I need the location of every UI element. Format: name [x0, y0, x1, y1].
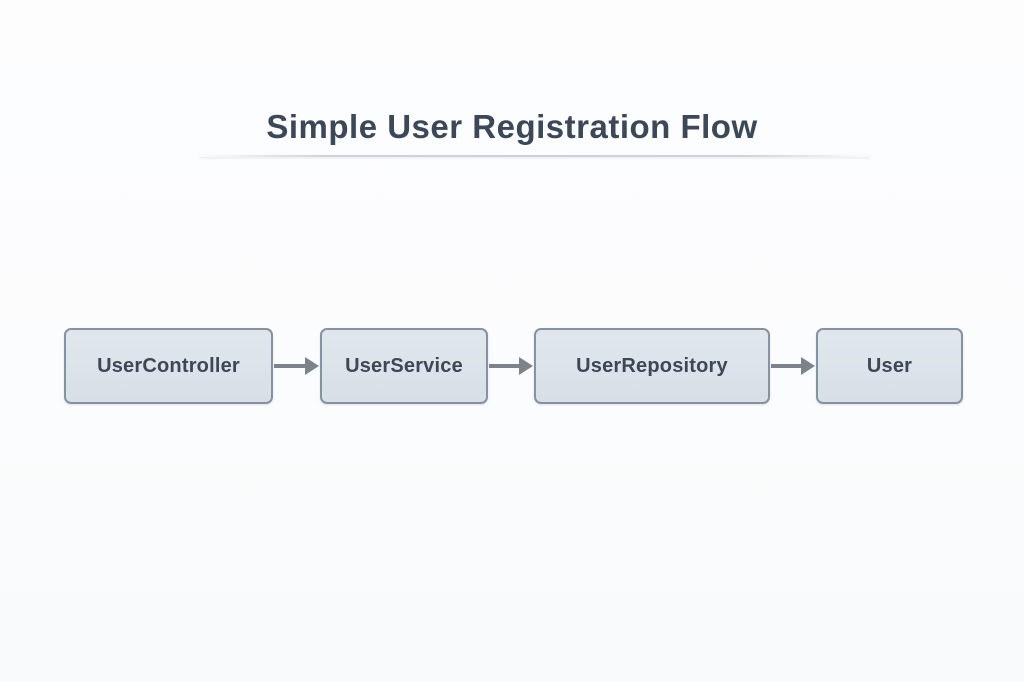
node-user: User [816, 328, 963, 404]
node-userrepository: UserRepository [534, 328, 770, 404]
node-label: UserRepository [576, 354, 728, 377]
arrow-right-icon [274, 357, 319, 375]
node-label: User [866, 354, 913, 377]
node-userservice: UserService [320, 328, 488, 404]
arrow-shaft [274, 364, 307, 368]
node-label: UserController [97, 354, 240, 377]
arrow-head [305, 357, 319, 375]
arrow-head [519, 357, 533, 375]
diagram-title: Simple User Registration Flow [266, 108, 758, 145]
node-label: UserService [345, 354, 463, 377]
title-divider [200, 155, 870, 157]
arrow-right-icon [489, 357, 533, 375]
arrow-head [801, 357, 815, 375]
arrow-right-icon [771, 357, 815, 375]
arrow-shaft [771, 364, 803, 368]
arrow-shaft [489, 364, 521, 368]
node-usercontroller: UserController [64, 328, 273, 404]
